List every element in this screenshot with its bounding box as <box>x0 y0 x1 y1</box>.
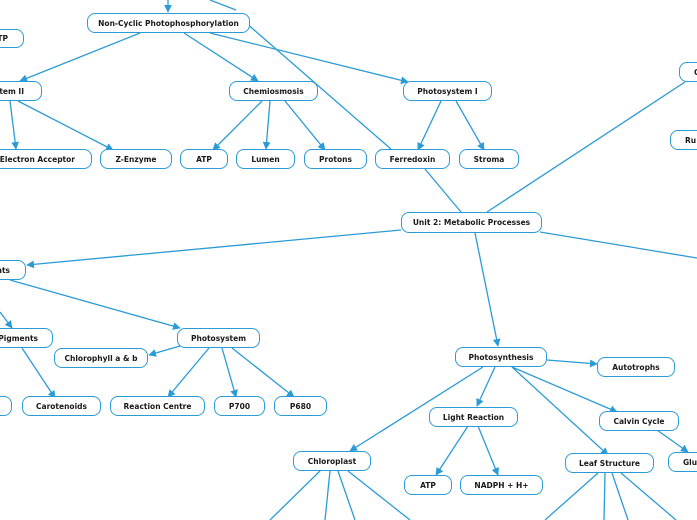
node-right-top[interactable]: C <box>679 62 697 82</box>
node-photosystem-i[interactable]: Photosystem I <box>403 81 492 101</box>
node-calvin-cycle[interactable]: Calvin Cycle <box>599 411 679 431</box>
connector-line <box>546 359 598 368</box>
node-leaf-structure[interactable]: Leaf Structure <box>565 453 654 473</box>
node-unit-2-metabolic-processes[interactable]: Unit 2: Metabolic Processes <box>401 212 542 233</box>
node-autotrophs[interactable]: Autotrophs <box>597 357 675 377</box>
connector-line <box>620 472 677 520</box>
connector-line <box>0 311 13 329</box>
connector-line <box>183 32 259 82</box>
connector-line <box>221 347 238 398</box>
connector-line <box>486 81 686 213</box>
node-left-small[interactable] <box>0 396 12 416</box>
node-light-reaction[interactable]: Light Reaction <box>429 407 518 427</box>
node-glu[interactable]: Glu <box>668 452 697 472</box>
node-reaction-centre[interactable]: Reaction Centre <box>110 396 205 416</box>
node-chemiosmosis[interactable]: Chemiosmosis <box>229 81 318 101</box>
connector-line <box>167 347 210 398</box>
connector-line <box>474 232 501 347</box>
node-ferredoxin[interactable]: Ferredoxin <box>375 149 450 169</box>
connector-line <box>269 470 321 520</box>
connector-line <box>26 229 402 269</box>
connector-line <box>656 429 689 453</box>
connector-line <box>417 100 442 151</box>
node-photosystem[interactable]: Photosystem <box>177 328 260 348</box>
connector-line <box>209 0 237 11</box>
connector-line <box>284 100 326 151</box>
connector-line <box>511 366 609 456</box>
connector-line <box>511 366 618 413</box>
connector-line <box>9 279 181 330</box>
connector-line <box>212 100 263 151</box>
node-pigments-parent[interactable]: nts <box>0 260 26 280</box>
connector-line <box>148 345 181 357</box>
connector-line <box>347 470 411 520</box>
connector-line <box>424 168 462 213</box>
node-pigments[interactable]: Pigments <box>0 328 53 348</box>
connector-line <box>476 366 496 407</box>
node-p680[interactable]: P680 <box>274 396 327 416</box>
connector-line <box>477 425 499 476</box>
connector-line <box>21 347 56 399</box>
connector-line <box>603 472 606 520</box>
node-photosynthesis[interactable]: Photosynthesis <box>455 347 547 367</box>
connector-line <box>337 470 356 520</box>
node-protons[interactable]: Protons <box>304 149 367 169</box>
connector-line <box>231 347 295 398</box>
node-carotenoids[interactable]: Carotenoids <box>22 396 101 416</box>
node-atp-top[interactable]: TP <box>0 29 24 48</box>
connector-line <box>324 470 331 520</box>
node-chlorophyll-a-b[interactable]: Chlorophyll a & b <box>54 348 148 368</box>
node-atp-chemiosmosis[interactable]: ATP <box>180 149 228 169</box>
node-z-enzyme[interactable]: Z-Enzyme <box>100 149 172 169</box>
node-non-cyclic-photophosphorylation[interactable]: Non-Cyclic Photophosphorylation <box>87 13 250 33</box>
connector-line <box>435 425 469 476</box>
connector-line <box>349 366 484 452</box>
node-nadph-h[interactable]: NADPH + H+ <box>460 475 543 495</box>
connector-line <box>17 100 114 151</box>
node-right-mid[interactable]: Ru <box>670 130 697 150</box>
connector-line <box>19 32 141 83</box>
connector-line <box>539 231 697 259</box>
node-chloroplast[interactable]: Chloroplast <box>293 451 371 471</box>
connector-line <box>611 472 629 520</box>
connector-line <box>262 100 271 150</box>
node-photosystem-ii[interactable]: tem II <box>0 81 42 101</box>
node-lumen[interactable]: Lumen <box>236 149 295 169</box>
connector-line <box>209 32 409 85</box>
node-primary-electron-acceptor[interactable]: y Electron Acceptor <box>0 149 92 169</box>
connector-line <box>544 472 599 520</box>
node-stroma[interactable]: Stroma <box>459 149 519 169</box>
connector-line <box>244 21 393 151</box>
connector-line <box>9 100 19 150</box>
node-p700[interactable]: P700 <box>214 396 265 416</box>
connector-line <box>455 100 485 151</box>
node-atp-light-reaction[interactable]: ATP <box>404 475 452 495</box>
